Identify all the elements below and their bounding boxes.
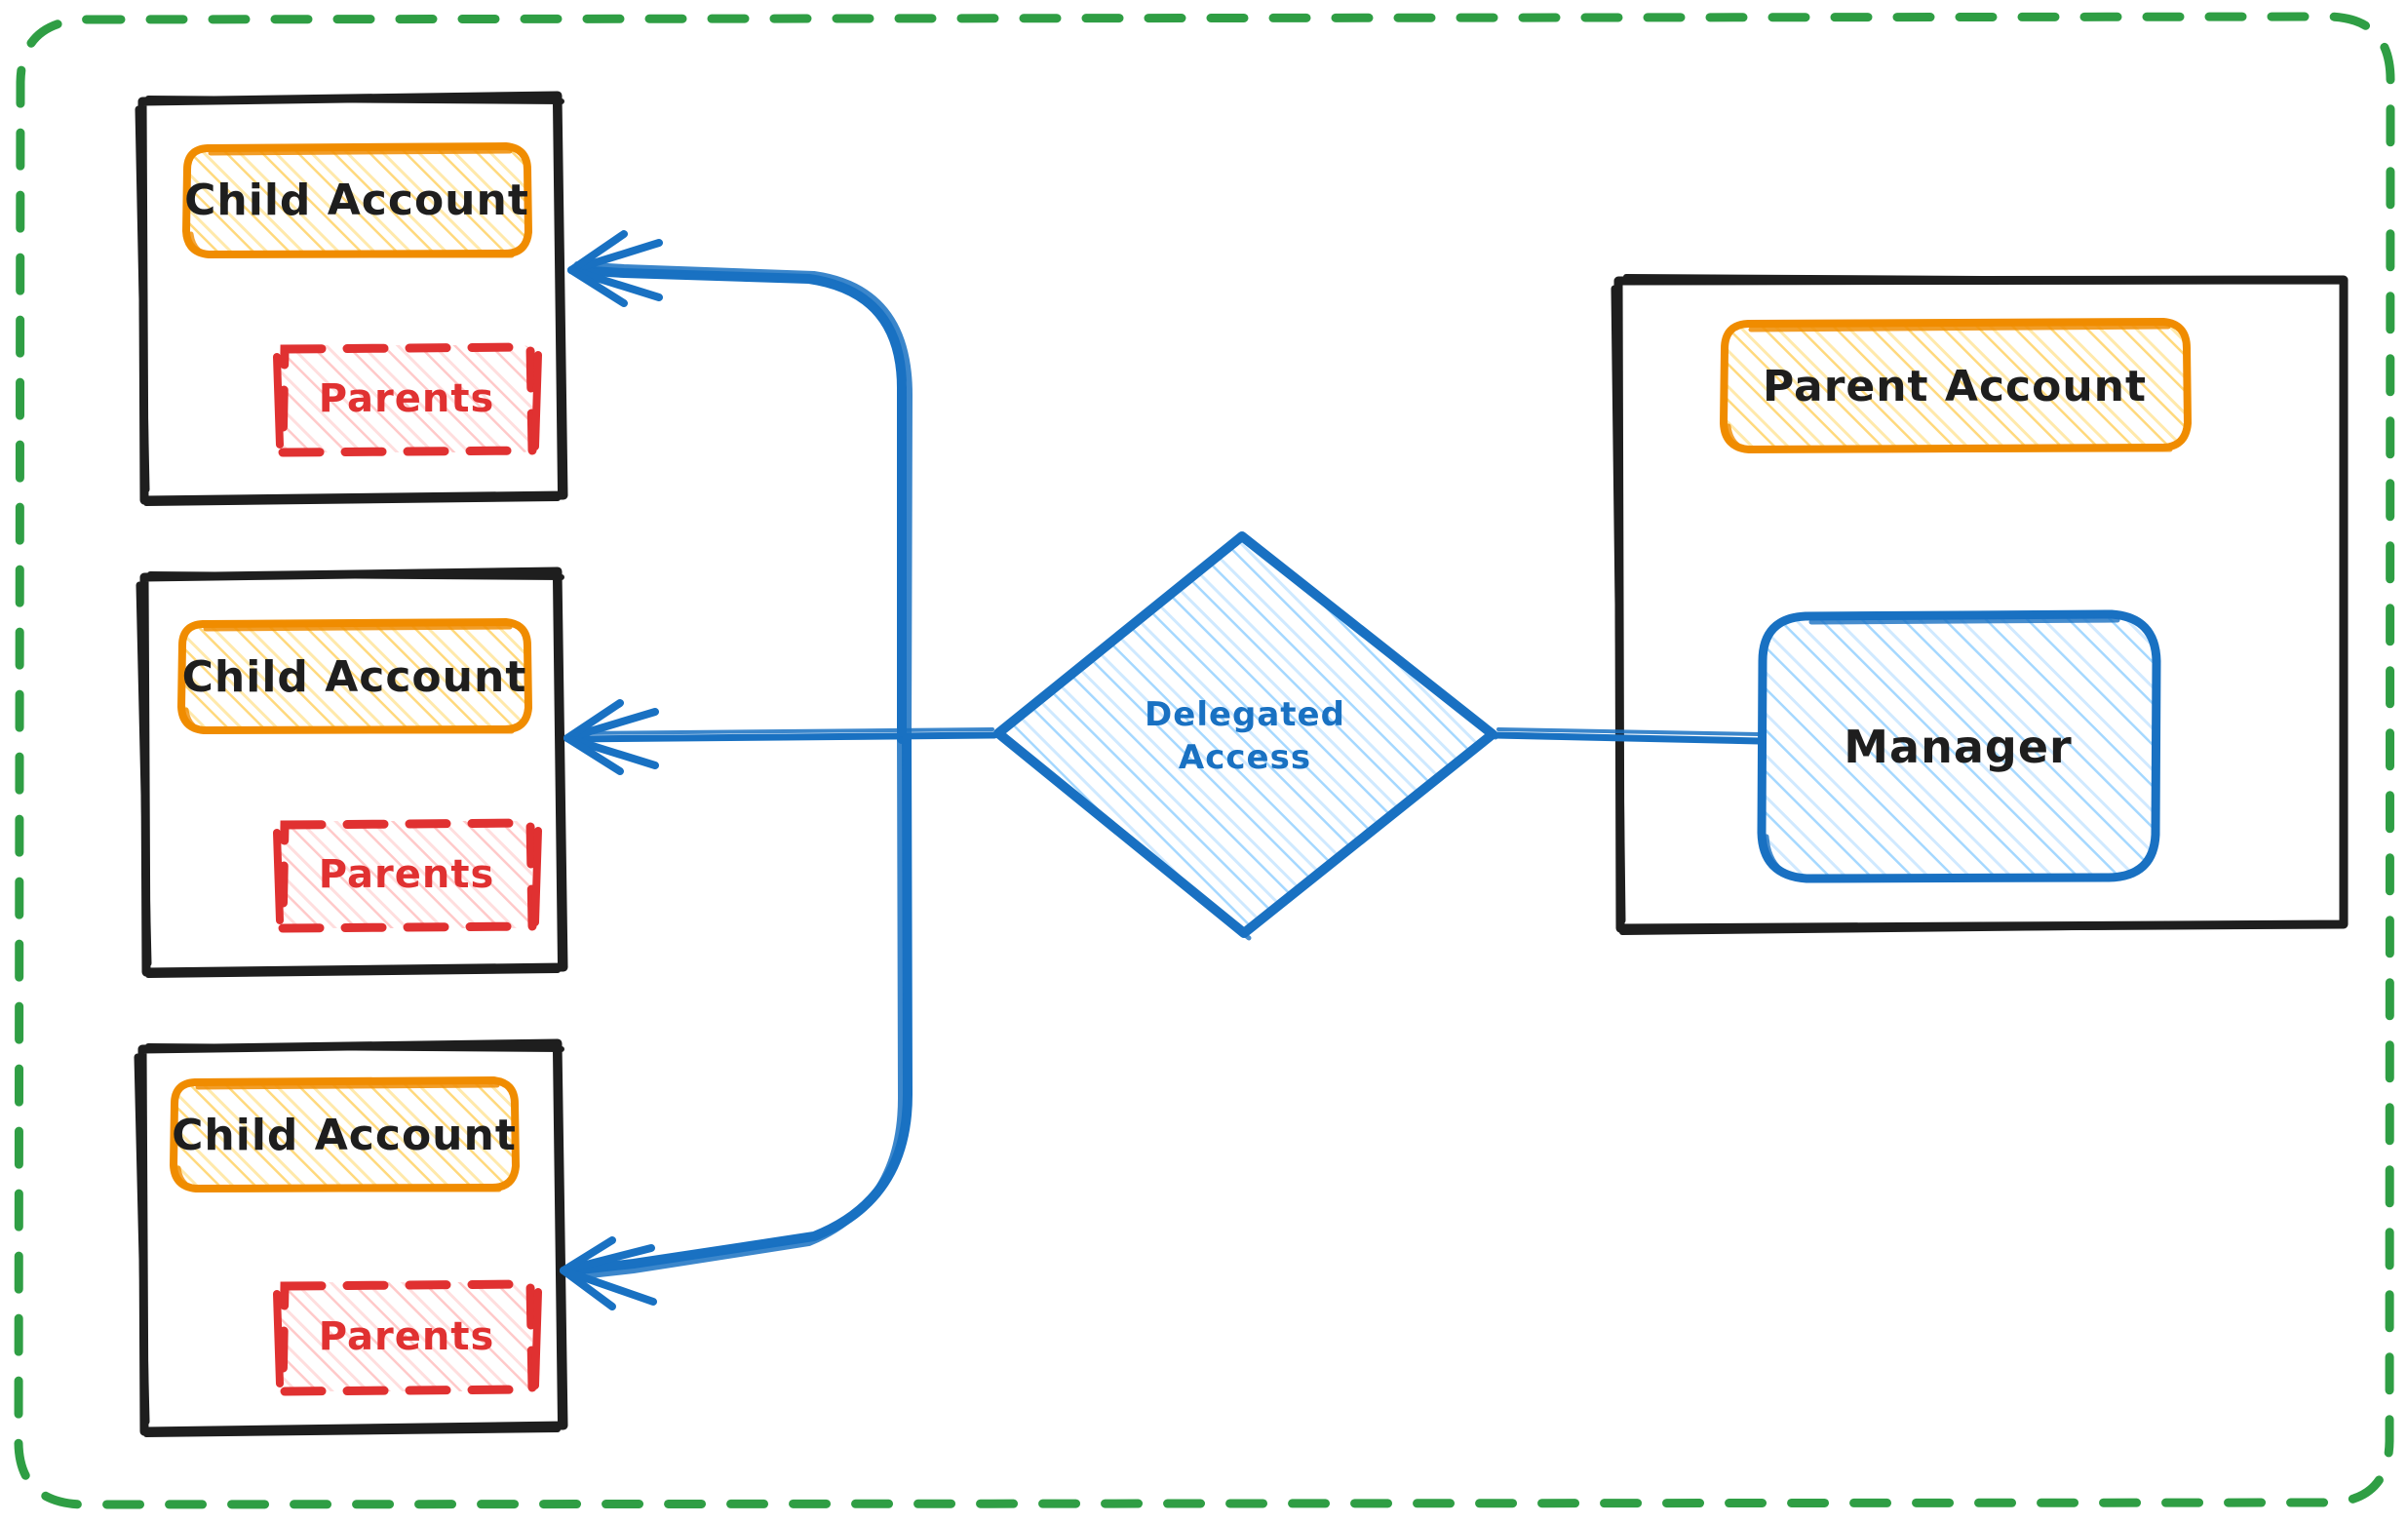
- connector-diamond-to-child-3: [560, 734, 913, 1310]
- child-account-badge-3: [169, 1075, 521, 1193]
- organization-boundary: [14, 12, 2395, 1509]
- connector-diamond-to-child-1: [567, 230, 913, 744]
- parents-badge-3: [273, 1279, 542, 1396]
- parent-account-badge: [1719, 317, 2193, 454]
- delegated-access-diamond: [993, 531, 1498, 941]
- parents-badge-1: [273, 342, 542, 457]
- connector-manager-to-diamond: [1492, 727, 1764, 745]
- child-account-badge-2: [176, 617, 533, 735]
- child-account-badge-1: [181, 141, 533, 259]
- manager-badge: [1757, 609, 2161, 883]
- connector-diamond-to-child-2: [563, 699, 998, 775]
- parents-badge-2: [273, 818, 542, 933]
